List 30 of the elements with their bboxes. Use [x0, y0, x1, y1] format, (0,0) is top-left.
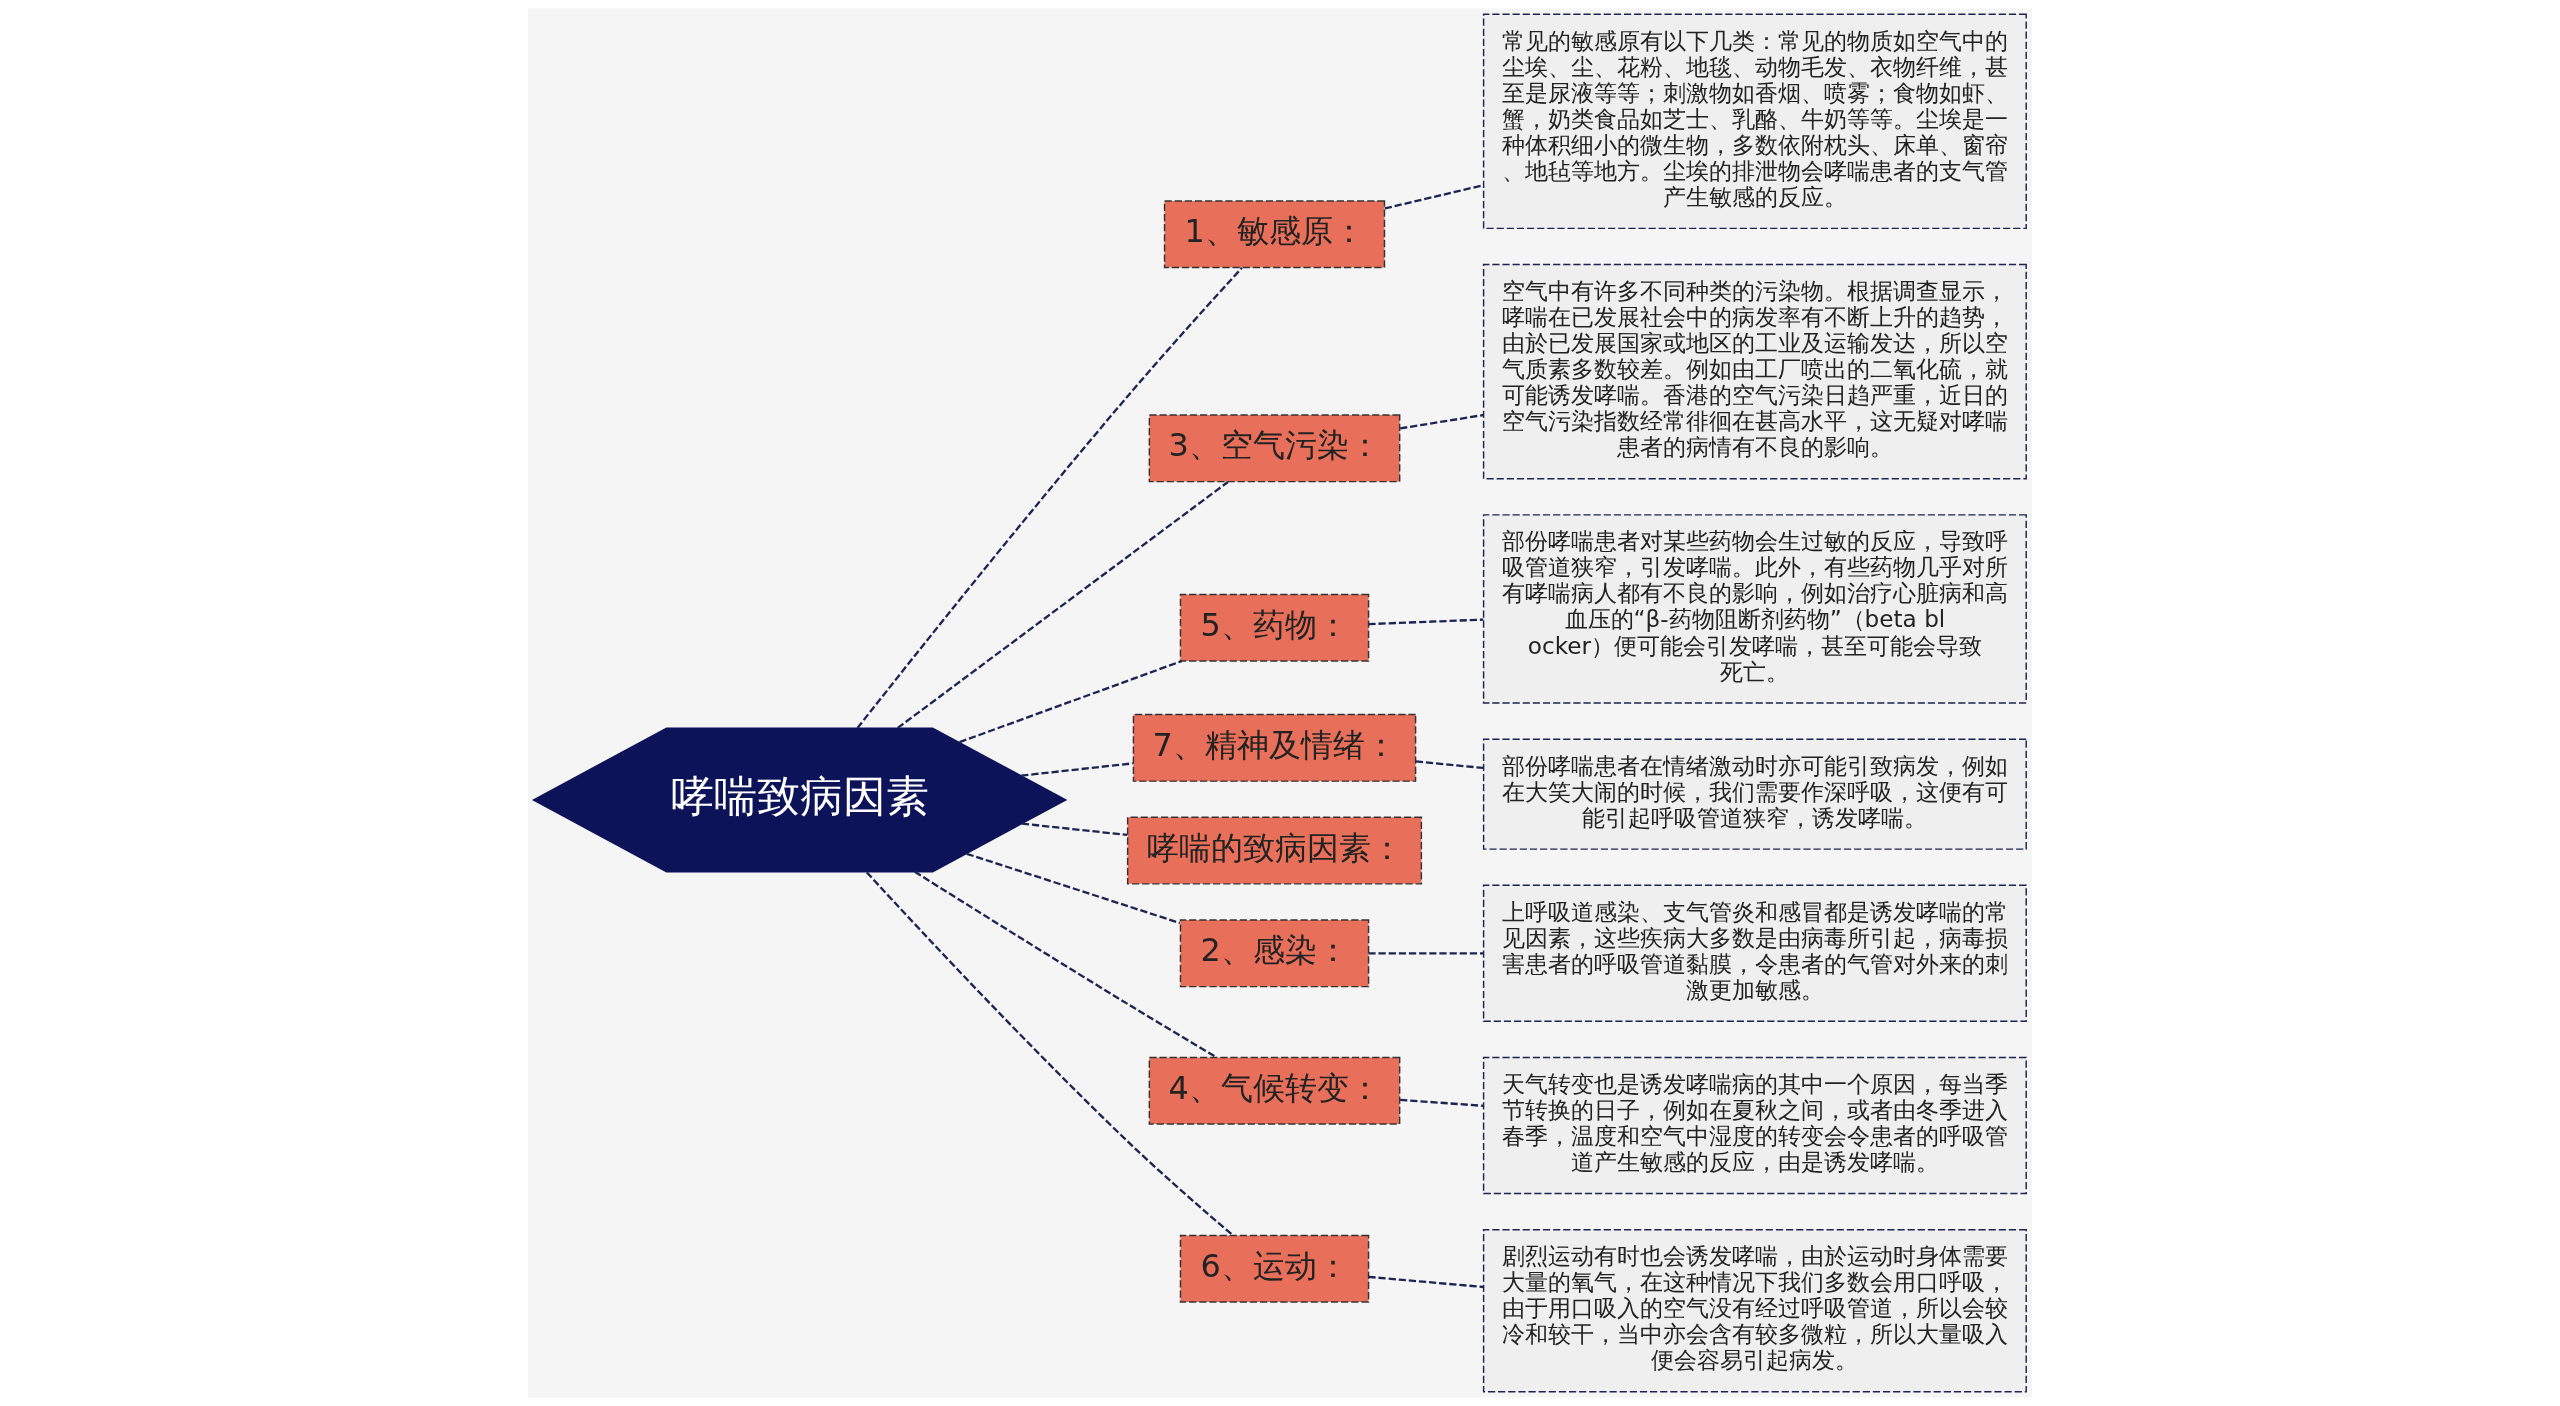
node-box: 哮喘的致病因素： [1126, 816, 1423, 885]
connector [966, 852, 1181, 925]
node-box: 2、感染： [1179, 919, 1370, 988]
node-box: 1、敏感原： [1163, 200, 1386, 269]
connector [1400, 1098, 1484, 1108]
connector [1384, 184, 1484, 210]
node-box: 常见的敏感原有以下几类：常见的物质如空气中的尘埃、尘、花粉、地毯、动物毛发、衣物纤维，甚至是尿液等等；刺激物如香烟、喷雾；食物如虾、蟹，奶类食品如芝士、乳酪、牛奶等等。尘埃是一种体积细小的微生物，多数依附枕头、床单、窗帘、地毡等地方。尘埃的排泄物会哮喘患者的支气管产生敏感的反应。 [1482, 13, 2027, 230]
connector [1415, 760, 1484, 770]
node-box: 空气中有许多不同种类的污染物。根据调查显示，哮喘在已发展社会中的病发率有不断上升的趋势，由於已发展国家或地区的工业及运输发达，所以空气质素多数较差。例如由工厂喷出的二氧化硫，就可能诱发哮喘。香港的空气污染日趋严重，近日的空气污染指数经常徘徊在甚高水平，这无疑对哮喘患者的病情有不良的影响。 [1482, 263, 2027, 480]
node-box: 3、空气污染： [1148, 414, 1401, 483]
node-box: 5、药物： [1179, 593, 1370, 662]
node-box: 6、运动： [1179, 1234, 1370, 1303]
connector [865, 871, 1234, 1236]
connector [897, 481, 1229, 729]
node-box: 4、气候转变： [1148, 1056, 1401, 1125]
node-box: 上呼吸道感染、支气管炎和感冒都是诱发哮喘的常见因素，这些疾病大多数是由病毒所引起，病毒损害患者的呼吸管道黏膜，令患者的气管对外来的刺激更加敏感。 [1482, 884, 2027, 1023]
node-box: 部份哮喘患者在情绪激动时亦可能引致病发，例如在大笑大闹的时候，我们需要作深呼吸，这便有可能引起呼吸管道狭窄，诱发哮喘。 [1482, 738, 2027, 850]
connector [959, 659, 1183, 744]
connector [1021, 762, 1133, 777]
connector [1368, 618, 1484, 626]
node-box: 剧烈运动有时也会诱发哮喘，由於运动时身体需要大量的氧气，在这种情况下我们多数会用口呼吸，由于用口吸入的空气没有经过呼吸管道，所以会较冷和较干，当中亦会含有较多微粒，所以大量吸入便会容易引起病发。 [1482, 1228, 2027, 1393]
connector [856, 267, 1243, 729]
connector [1021, 822, 1128, 837]
connector [1400, 413, 1484, 430]
connector [914, 870, 1217, 1059]
node-box: 7、精神及情绪： [1132, 713, 1417, 782]
node-box: 部份哮喘患者对某些药物会生过敏的反应，导致呼吸管道狭窄，引发哮喘。此外，有些药物几乎对所有哮喘病人都有不良的影响，例如治疗心脏病和高血压的“β-药物阻断剂药物”（beta blocker）便可能会引发哮喘，甚至可能会导致死亡。 [1482, 514, 2027, 704]
connector [1368, 1275, 1484, 1289]
connector [1368, 952, 1484, 955]
node-box: 天气转变也是诱发哮喘病的其中一个原因，每当季节转换的日子，例如在夏秋之间，或者由冬季进入春季，温度和空气中湿度的转变会令患者的呼吸管道产生敏感的反应，由是诱发哮喘。 [1482, 1056, 2027, 1195]
